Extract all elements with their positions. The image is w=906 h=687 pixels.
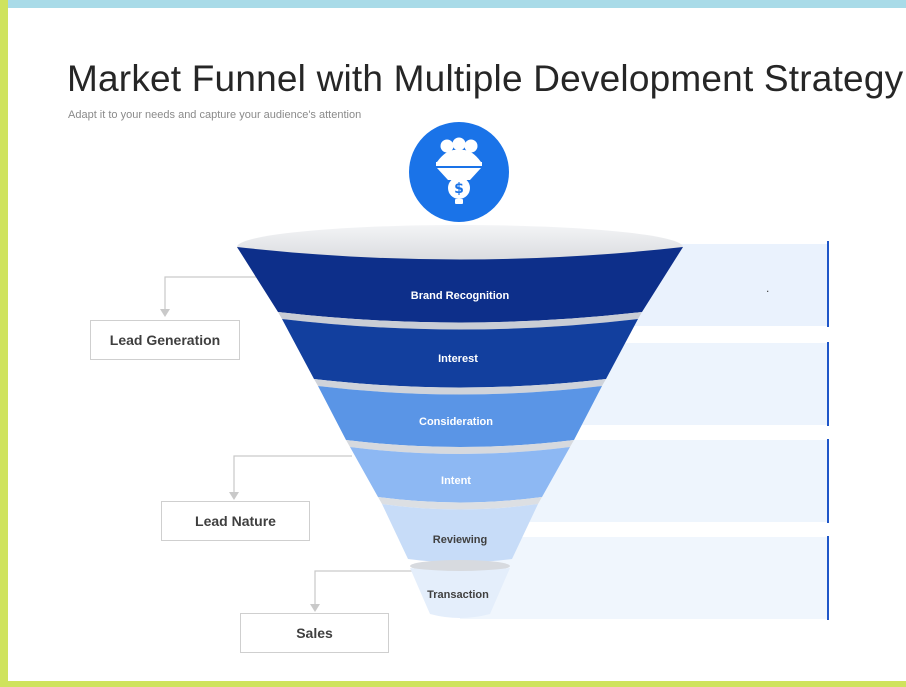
funnel-gap-3 — [346, 440, 574, 454]
connector-lead-generation — [164, 276, 262, 311]
arrow-sales — [310, 604, 320, 612]
funnel: Brand Recognition Interest Consideration… — [237, 225, 683, 618]
panel-4 — [460, 537, 828, 619]
stage-label-4: Intent — [441, 475, 471, 487]
slide-title: Market Funnel with Multiple Development … — [67, 58, 904, 99]
panel-divider-4 — [827, 536, 829, 620]
group-box-sales: Sales — [240, 613, 389, 653]
arrow-lead-generation — [160, 309, 170, 317]
stage-label-3: Consideration — [419, 416, 493, 428]
panel-divider-2 — [827, 342, 829, 426]
panel-dot: . — [766, 281, 769, 295]
funnel-stage-6 — [410, 568, 510, 618]
funnel-stage-4 — [350, 447, 570, 503]
arrow-lead-nature — [229, 492, 239, 500]
bottom-border — [0, 681, 906, 687]
left-border — [0, 0, 8, 687]
connectors — [160, 276, 412, 612]
group-box-lead-generation: Lead Generation — [90, 320, 240, 360]
right-panels: . — [460, 241, 829, 620]
connector-sales — [314, 570, 412, 606]
funnel-stage-5 — [382, 504, 538, 563]
svg-text:$: $ — [454, 181, 464, 197]
slide-subtitle: Adapt it to your needs and capture your … — [68, 109, 362, 121]
panel-divider-3 — [827, 439, 829, 523]
stage-label-2: Interest — [438, 353, 478, 365]
funnel-stage-3 — [318, 386, 602, 447]
panel-3 — [520, 440, 828, 522]
funnel-gap-2 — [314, 379, 606, 395]
stage-label-1: Brand Recognition — [411, 290, 510, 302]
panel-divider-1 — [827, 241, 829, 327]
connector-lead-nature — [233, 455, 352, 494]
stage-label-5: Reviewing — [433, 534, 487, 546]
funnel-gap-1 — [278, 312, 642, 330]
funnel-gap-5 — [410, 560, 510, 572]
stage-label-6: Transaction — [427, 589, 489, 601]
group-box-lead-nature: Lead Nature — [161, 501, 310, 541]
funnel-people-dollar-icon: $ — [409, 122, 509, 222]
top-border — [0, 0, 906, 8]
funnel-stage-2 — [282, 319, 638, 388]
funnel-gap-4 — [378, 497, 542, 510]
funnel-stage-1 — [237, 247, 683, 323]
